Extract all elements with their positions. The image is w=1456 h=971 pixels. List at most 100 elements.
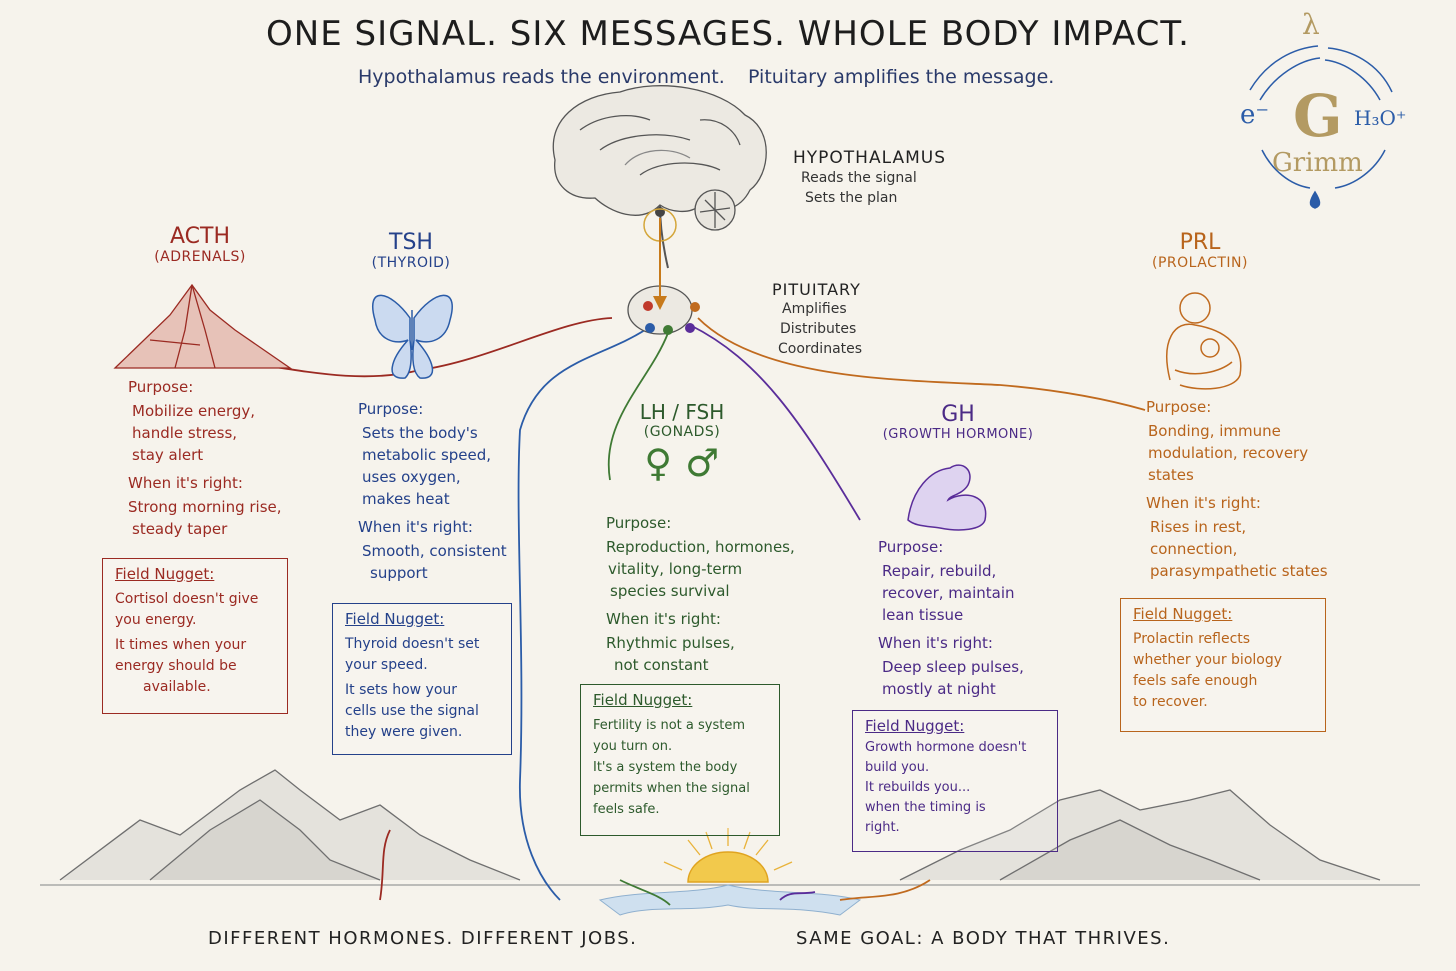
hypothalamus-line: Reads the signal <box>801 170 917 186</box>
tsh-nugget-line: cells use the signal <box>345 703 479 719</box>
pituitary-name: PITUITARY <box>772 280 861 299</box>
lhfsh-nugget-line: Fertility is not a system <box>593 718 746 733</box>
pituitary-arrow <box>643 207 677 310</box>
gh-connector <box>689 324 861 521</box>
footer-right-tagline: SAME GOAL: A BODY THAT THRIVES. <box>796 928 1171 949</box>
acth-purpose-line: stay alert <box>132 446 204 464</box>
tsh-purpose-line: uses oxygen, <box>362 468 461 486</box>
acth-river-line <box>379 829 391 901</box>
gh-name: GH <box>941 402 975 427</box>
footer-left-tagline: DIFFERENT HORMONES. DIFFERENT JOBS. <box>208 928 638 949</box>
prl-header: PRL (PROLACTIN) <box>1140 230 1260 271</box>
tsh-gland: (THYROID) <box>371 255 451 271</box>
tsh-purpose-line: Sets the body's <box>362 424 478 442</box>
tsh-nugget-line: It sets how your <box>345 682 458 698</box>
tsh-nugget-title: Field Nugget: <box>345 610 445 628</box>
gh-right-line: Deep sleep pulses, <box>882 658 1024 676</box>
gh-gland: (GROWTH HORMONE) <box>882 427 1034 442</box>
prl-nugget-line: Prolactin reflects <box>1133 631 1251 647</box>
tsh-purpose-line: metabolic speed, <box>362 446 492 464</box>
acth-purpose-title: Purpose: <box>128 378 194 396</box>
acth-nugget-line: energy should be <box>115 658 237 674</box>
lhfsh-gland: (GONADS) <box>643 424 721 440</box>
prl-connector <box>697 317 1146 411</box>
acth-field-nugget: Field Nugget: Cortisol doesn't give you … <box>102 558 288 714</box>
acth-name: ACTH <box>169 224 230 249</box>
gh-header: GH (GROWTH HORMONE) <box>868 402 1048 442</box>
tsh-purpose-title: Purpose: <box>358 400 424 418</box>
prl-name: PRL <box>1179 230 1221 255</box>
acth-purpose-line: Mobilize energy, <box>132 402 256 420</box>
mountain-range <box>40 769 1420 886</box>
acth-right-line: steady taper <box>132 520 228 538</box>
gh-river-line <box>779 891 816 901</box>
acth-gland: (ADRENALS) <box>154 249 246 265</box>
sun-icon <box>663 828 793 883</box>
subtitle-pituitary: Pituitary amplifies the message. <box>748 66 1055 88</box>
acth-nugget-line: you energy. <box>115 612 197 628</box>
gh-purpose-line: recover, maintain <box>882 584 1015 602</box>
lhfsh-river-line <box>619 879 671 906</box>
gh-purpose-title: Purpose: <box>878 538 944 556</box>
prl-nugget-line: feels safe enough <box>1133 673 1258 689</box>
prl-field-nugget: Field Nugget: Prolactin reflects whether… <box>1120 598 1326 732</box>
acth-nugget-line: available. <box>143 679 211 695</box>
subtitle-hypothalamus: Hypothalamus reads the environment. <box>358 66 725 88</box>
gh-right-title: When it's right: <box>878 634 993 652</box>
lhfsh-nugget-line: you turn on. <box>593 739 673 754</box>
lhfsh-connector <box>607 332 669 481</box>
gender-symbols-icon: ♀ ♂ <box>644 441 720 485</box>
thyroid-butterfly-icon <box>372 294 453 379</box>
hypothalamus-label: HYPOTHALAMUS Reads the signal Sets the p… <box>793 148 946 208</box>
acth-nugget-line: Cortisol doesn't give <box>115 591 259 607</box>
prl-right-line: connection, <box>1150 540 1238 558</box>
flexed-arm-icon <box>907 464 987 531</box>
tsh-details: Purpose: Sets the body's metabolic speed… <box>358 400 507 584</box>
gh-details: Purpose: Repair, rebuild, recover, maint… <box>878 538 1024 700</box>
lhfsh-purpose-line: Reproduction, hormones, <box>606 538 795 556</box>
pituitary-dots <box>643 301 700 335</box>
lhfsh-purpose-line: species survival <box>610 582 730 600</box>
acth-nugget-line: It times when your <box>115 637 247 653</box>
pituitary-line: Distributes <box>780 321 857 337</box>
prl-gland: (PROLACTIN) <box>1152 255 1248 271</box>
tsh-connector <box>517 327 649 901</box>
gh-nugget-line: build you. <box>865 760 930 775</box>
logo-hydronium: H₃O⁺ <box>1354 106 1407 130</box>
tsh-name: TSH <box>389 230 433 255</box>
gh-purpose-line: lean tissue <box>882 606 964 624</box>
gh-nugget-line: right. <box>865 820 900 835</box>
prl-right-title: When it's right: <box>1146 494 1261 512</box>
prl-nugget-line: to recover. <box>1133 694 1208 710</box>
hypothalamus-line: Sets the plan <box>805 190 898 206</box>
gh-nugget-title: Field Nugget: <box>865 717 965 735</box>
lhfsh-right-line: Rhythmic pulses, <box>606 634 735 652</box>
tsh-field-nugget: Field Nugget: Thyroid doesn't set your s… <box>332 603 512 755</box>
tsh-nugget-line: your speed. <box>345 657 428 673</box>
tsh-nugget-line: Thyroid doesn't set <box>345 636 480 652</box>
river <box>598 884 862 916</box>
prl-nugget-line: whether your biology <box>1133 652 1283 668</box>
gh-purpose-line: Repair, rebuild, <box>882 562 997 580</box>
pituitary-line: Coordinates <box>778 341 863 357</box>
tsh-purpose-line: makes heat <box>362 490 450 508</box>
acth-details: Purpose: Mobilize energy, handle stress,… <box>128 378 282 540</box>
prl-purpose-line: modulation, recovery <box>1148 444 1309 462</box>
prl-river-line <box>839 879 931 901</box>
acth-header: ACTH (ADRENALS) <box>140 224 260 265</box>
gh-nugget-line: It rebuilds you... <box>865 780 971 795</box>
page-title: ONE SIGNAL. SIX MESSAGES. WHOLE BODY IMP… <box>266 14 1190 54</box>
acth-purpose-line: handle stress, <box>132 424 238 442</box>
adrenal-mountain-icon <box>113 283 293 369</box>
lhfsh-nugget-line: It's a system the body <box>593 760 738 775</box>
logo-lambda: λ <box>1302 8 1320 41</box>
lhfsh-header: LH / FSH (GONADS) ♀ ♂ <box>622 400 742 486</box>
mother-child-icon <box>1166 292 1242 390</box>
prl-purpose-line: Bonding, immune <box>1148 422 1281 440</box>
gh-field-nugget: Field Nugget: Growth hormone doesn't bui… <box>852 710 1058 852</box>
acth-right-line: Strong morning rise, <box>128 498 282 516</box>
lhfsh-purpose-line: vitality, long-term <box>608 560 743 578</box>
prl-right-line: parasympathetic states <box>1150 562 1328 580</box>
